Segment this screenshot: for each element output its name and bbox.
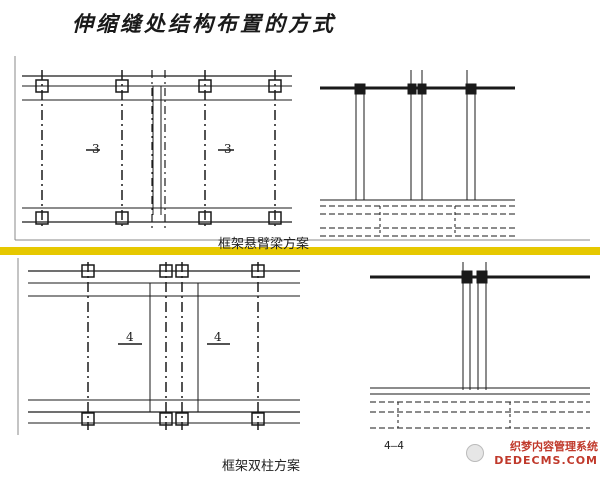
bottom-section [370, 262, 590, 429]
plan-label-3-left: 3 [92, 142, 100, 156]
plan-label-4-left: 4 [126, 330, 134, 344]
watermark: 织梦内容管理系统 DEDECMS.COM [478, 440, 598, 468]
plan-label-4-right: 4 [214, 330, 222, 344]
top-caption: 框架悬臂梁方案 [218, 237, 310, 252]
watermark-logo-icon [466, 444, 484, 462]
top-panel [14, 56, 590, 241]
bottom-panel [17, 258, 590, 435]
watermark-line1: 织梦内容管理系统 [510, 440, 598, 453]
page-title: 伸缩缝处结构布置的方式 [72, 12, 336, 36]
top-section [320, 70, 515, 237]
section-label: 4—4 [384, 439, 404, 452]
bottom-plan [28, 262, 300, 430]
bottom-caption: 框架双柱方案 [222, 459, 301, 474]
panel-divider [0, 247, 600, 255]
watermark-line2: DEDECMS.COM [494, 454, 598, 467]
plan-label-3-right: 3 [224, 142, 232, 156]
top-plan [22, 70, 292, 228]
